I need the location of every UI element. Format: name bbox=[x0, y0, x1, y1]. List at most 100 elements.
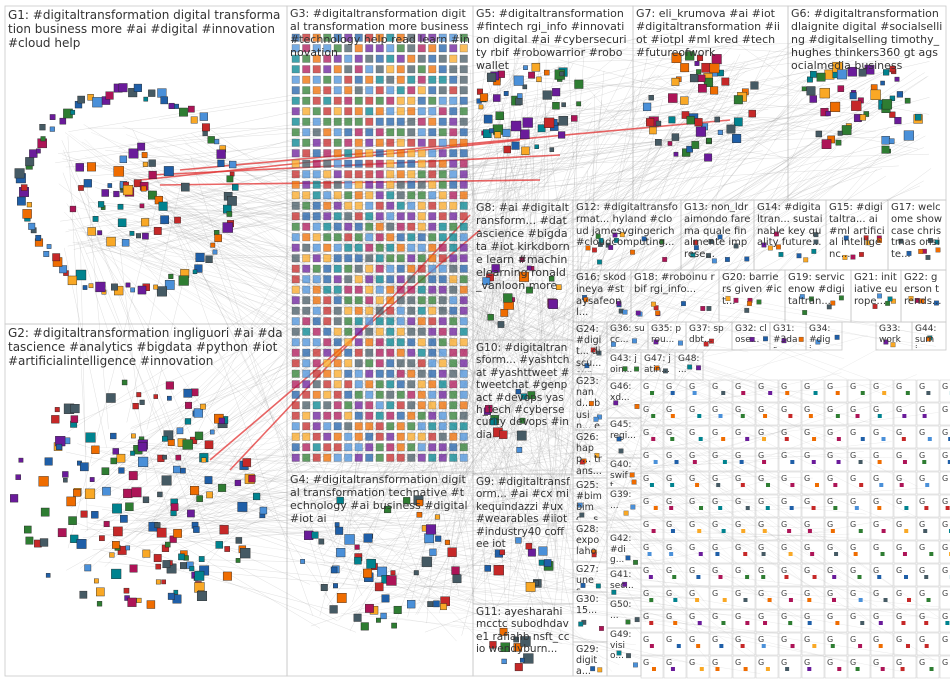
node[interactable] bbox=[450, 454, 458, 462]
node[interactable] bbox=[334, 255, 342, 263]
node[interactable] bbox=[460, 66, 468, 74]
node[interactable] bbox=[835, 621, 839, 625]
node[interactable] bbox=[460, 444, 468, 452]
node[interactable] bbox=[292, 339, 300, 347]
node[interactable] bbox=[439, 412, 447, 420]
node[interactable] bbox=[763, 529, 767, 533]
node[interactable] bbox=[460, 255, 468, 263]
node[interactable] bbox=[208, 136, 215, 143]
node[interactable] bbox=[376, 97, 384, 105]
node[interactable] bbox=[837, 437, 841, 441]
node[interactable] bbox=[376, 255, 384, 263]
node[interactable] bbox=[137, 392, 141, 396]
node[interactable] bbox=[366, 223, 374, 231]
node[interactable] bbox=[715, 117, 720, 122]
node[interactable] bbox=[366, 66, 374, 74]
node[interactable] bbox=[203, 131, 208, 136]
node[interactable] bbox=[303, 381, 311, 389]
node[interactable] bbox=[355, 381, 363, 389]
node[interactable] bbox=[429, 276, 437, 284]
node[interactable] bbox=[292, 360, 300, 368]
node[interactable] bbox=[387, 412, 395, 420]
node[interactable] bbox=[503, 129, 510, 136]
node[interactable] bbox=[313, 108, 321, 116]
node[interactable] bbox=[397, 171, 405, 179]
node[interactable] bbox=[120, 156, 127, 163]
node[interactable] bbox=[292, 234, 300, 242]
node[interactable] bbox=[355, 391, 363, 399]
node[interactable] bbox=[450, 391, 458, 399]
node[interactable] bbox=[460, 276, 468, 284]
node[interactable] bbox=[450, 129, 458, 137]
node[interactable] bbox=[429, 108, 437, 116]
node[interactable] bbox=[418, 87, 426, 95]
node[interactable] bbox=[143, 550, 150, 557]
node[interactable] bbox=[511, 121, 521, 131]
node[interactable] bbox=[812, 506, 816, 510]
node[interactable] bbox=[345, 381, 353, 389]
node[interactable] bbox=[376, 433, 384, 441]
node[interactable] bbox=[355, 360, 363, 368]
node[interactable] bbox=[429, 255, 437, 263]
node[interactable] bbox=[741, 414, 745, 418]
node[interactable] bbox=[345, 534, 355, 544]
node[interactable] bbox=[355, 402, 363, 410]
node[interactable] bbox=[671, 529, 675, 533]
node[interactable] bbox=[391, 571, 395, 575]
node[interactable] bbox=[345, 192, 353, 200]
node[interactable] bbox=[544, 559, 551, 566]
node[interactable] bbox=[397, 265, 405, 273]
node[interactable] bbox=[313, 328, 321, 336]
node[interactable] bbox=[649, 95, 654, 100]
node[interactable] bbox=[78, 185, 83, 190]
node[interactable] bbox=[927, 598, 931, 602]
node[interactable] bbox=[381, 613, 387, 619]
node[interactable] bbox=[292, 349, 300, 357]
node[interactable] bbox=[745, 308, 750, 313]
node[interactable] bbox=[429, 381, 437, 389]
node[interactable] bbox=[376, 66, 384, 74]
node[interactable] bbox=[68, 276, 77, 285]
node[interactable] bbox=[177, 428, 183, 434]
node[interactable] bbox=[450, 328, 458, 336]
node[interactable] bbox=[924, 575, 928, 579]
node[interactable] bbox=[418, 223, 426, 231]
node[interactable] bbox=[76, 270, 86, 280]
node[interactable] bbox=[292, 381, 300, 389]
node[interactable] bbox=[141, 186, 146, 191]
node[interactable] bbox=[571, 115, 577, 121]
node[interactable] bbox=[543, 91, 552, 100]
node[interactable] bbox=[365, 604, 373, 612]
node[interactable] bbox=[504, 146, 511, 153]
node[interactable] bbox=[345, 223, 353, 231]
node[interactable] bbox=[166, 382, 174, 390]
node[interactable] bbox=[387, 423, 395, 431]
node[interactable] bbox=[19, 458, 23, 462]
node[interactable] bbox=[128, 598, 137, 607]
node[interactable] bbox=[460, 76, 468, 84]
node[interactable] bbox=[158, 89, 167, 98]
node[interactable] bbox=[810, 96, 817, 103]
node[interactable] bbox=[857, 575, 861, 579]
node[interactable] bbox=[387, 97, 395, 105]
node[interactable] bbox=[155, 522, 160, 527]
node[interactable] bbox=[313, 423, 321, 431]
node[interactable] bbox=[367, 559, 376, 568]
node[interactable] bbox=[429, 97, 437, 105]
node[interactable] bbox=[345, 171, 353, 179]
node[interactable] bbox=[495, 132, 501, 138]
node[interactable] bbox=[654, 506, 658, 510]
node[interactable] bbox=[324, 223, 332, 231]
node[interactable] bbox=[387, 307, 395, 315]
node[interactable] bbox=[397, 150, 405, 158]
node[interactable] bbox=[96, 282, 106, 292]
node[interactable] bbox=[859, 598, 863, 602]
node[interactable] bbox=[70, 110, 74, 114]
node[interactable] bbox=[397, 108, 405, 116]
node[interactable] bbox=[191, 117, 197, 123]
node[interactable] bbox=[27, 202, 32, 207]
node[interactable] bbox=[114, 191, 120, 197]
node[interactable] bbox=[387, 318, 395, 326]
node[interactable] bbox=[812, 644, 816, 648]
node[interactable] bbox=[671, 414, 675, 418]
